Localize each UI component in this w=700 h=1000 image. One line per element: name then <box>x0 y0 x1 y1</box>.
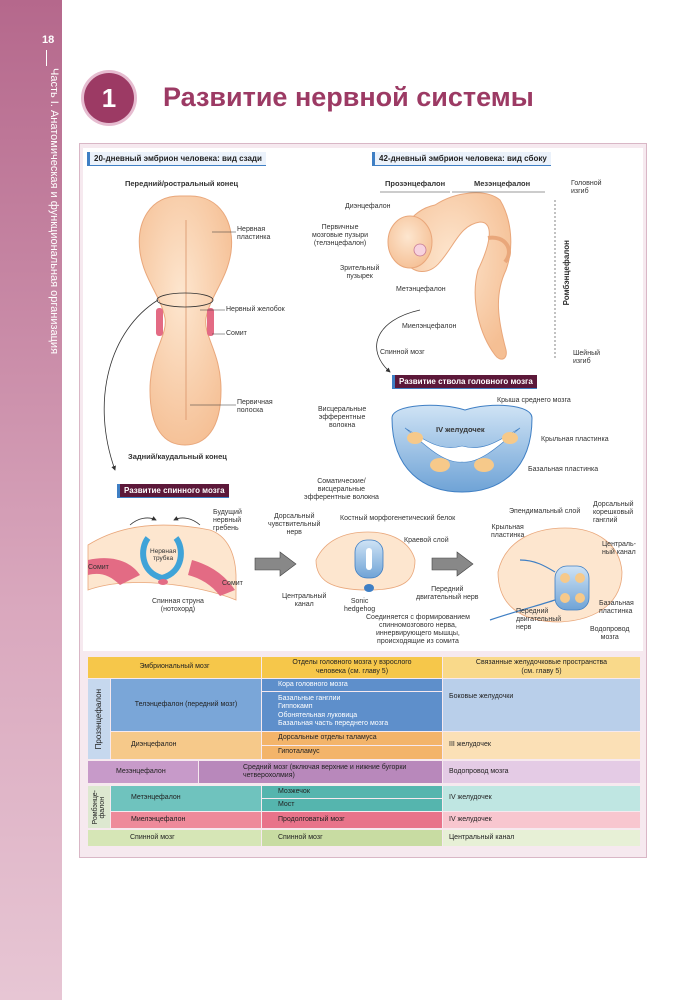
group-prosencephalon: Прозэнцефалон <box>88 679 110 759</box>
label-central-canal: Центральный канал <box>282 593 327 609</box>
label-head-flexure: Головной изгиб <box>571 180 602 196</box>
td-di-hypothalamus: Гипоталамус <box>262 746 442 759</box>
label-neural-groove: Нервный желобок <box>226 306 285 313</box>
group-rhombencephalon: Ромбэнце- фалон <box>88 786 110 828</box>
tag-embryo-20: 20-дневный эмбрион человека: вид сзади <box>87 152 266 166</box>
td-spinal: Спинной мозг <box>88 830 261 846</box>
label-basal-plate: Базальная пластинка <box>528 466 599 473</box>
td-mesencephalon: Мезэнцефалон <box>88 761 198 783</box>
label-ant-motor-2: Передний двигательный нерв <box>516 608 562 632</box>
label-central-canal-2: Централь- ный канал <box>602 541 636 557</box>
td-spinal-ventricle: Центральный канал <box>443 830 640 846</box>
label-mesencephalon: Мезэнцефалон <box>474 179 531 188</box>
label-joins: Соединяется с формированием спинномозгов… <box>366 614 470 646</box>
label-primitive-streak: Первичная полоска <box>237 399 273 415</box>
chapter-badge: 1 <box>84 73 134 123</box>
label-basal: Базальная пластинка <box>599 600 634 616</box>
page-title: Развитие нервной системы <box>163 82 534 112</box>
label-somite-right: Сомит <box>222 580 243 587</box>
label-bmp: Костный морфогенетический белок <box>340 515 456 522</box>
label-cervical-flexure: Шейный изгиб <box>573 350 601 366</box>
label-dorsal-nerve: Дорсальный чувствительный нерв <box>268 513 321 537</box>
label-metencephalon: Метэнцефалон <box>396 286 446 293</box>
td-met-pons: Мост <box>262 799 442 811</box>
label-aqueduct: Водопровод мозга <box>590 626 630 642</box>
label-dorsal-ganglion: Дорсальный корешковый ганглий <box>593 501 634 525</box>
td-diencephalon: Диэнцефалон <box>111 732 261 759</box>
side-band <box>0 0 62 1000</box>
label-visceral-efferent: Висцеральные эфферентные волокна <box>318 406 367 430</box>
td-met-ventricle: IV желудочек <box>443 786 640 811</box>
tag-spinal: Развитие спинного мозга <box>117 484 229 498</box>
group-prosencephalon-text: Прозэнцефалон <box>94 688 104 750</box>
td-tel-other: Базальные ганглии Гиппокамп Обонятельная… <box>262 692 442 731</box>
label-rhombencephalon: Ромбэнцефалон <box>562 240 571 306</box>
label-shh: Sonic hedgehog <box>344 598 376 614</box>
label-somite: Сомит <box>226 330 247 337</box>
tag-brainstem: Развитие ствола головного мозга <box>392 375 537 389</box>
label-alar: Крыльная пластинка <box>491 524 525 540</box>
td-met-cerebellum: Мозжечок <box>262 786 442 798</box>
label-somatic-visceral: Соматические/ висцеральные эфферентные в… <box>304 478 379 502</box>
label-prosencephalon: Прозэнцефалон <box>385 179 446 188</box>
label-caudal: Задний/каудальный конец <box>128 452 227 461</box>
label-future-crest: Будущий нервный гребень <box>213 509 242 533</box>
page-number: 18 <box>42 34 55 46</box>
label-marginal: Краевой слой <box>404 537 449 544</box>
group-rhombencephalon-text: Ромбэнце- фалон <box>92 789 106 825</box>
side-running-title: Часть I. Анатомическая и функциональная … <box>48 68 60 355</box>
label-neural-tube: Нервная трубка <box>150 548 177 563</box>
td-spinal-part: Спинной мозг <box>262 830 442 846</box>
label-roof-midbrain: Крыша среднего мозга <box>497 397 571 404</box>
td-myelencephalon: Миелэнцефалон <box>111 812 261 828</box>
label-rostral: Передний/ростральный конец <box>125 179 239 188</box>
page-number-rule <box>46 50 47 66</box>
label-spinal-cord-42: Спинной мозг <box>380 349 425 356</box>
label-diencephalon: Диэнцефалон <box>345 203 391 210</box>
td-tel-cortex: Кора головного мозга <box>262 679 442 691</box>
label-somite-left: Сомит <box>88 564 109 571</box>
td-mes-midbrain: Средний мозг (включая верхние и нижние б… <box>199 761 442 783</box>
label-alar-plate: Крыльная пластинка <box>541 436 609 443</box>
label-optic-vesicle: Зрительный пузырек <box>340 265 380 281</box>
label-ependymal: Эпендимальный слой <box>509 508 581 515</box>
td-di-thalamus: Дорсальные отделы таламуса <box>262 732 442 745</box>
label-primary-vesicles: Первичные мозговые пузыри (телэнцефалон) <box>312 224 369 248</box>
th-ventricles: Связанные желудочковые пространства (см.… <box>443 657 640 678</box>
td-telencephalon: Телэнцефалон (передний мозг) <box>111 679 261 731</box>
th-embryonic: Эмбриональный мозг <box>88 657 261 678</box>
label-myelencephalon: Миелэнцефалон <box>402 323 457 330</box>
label-ventricle-4: IV желудочек <box>436 425 485 434</box>
td-mes-ventricle: Водопровод мозга <box>443 761 640 783</box>
label-ant-motor: Передний двигательный нерв <box>416 586 479 602</box>
label-neural-plate: Нервная пластинка <box>237 226 271 242</box>
td-myel-medulla: Продолговатый мозг <box>262 812 442 828</box>
td-di-ventricle: III желудочек <box>443 732 640 759</box>
td-tel-ventricles: Боковые желудочки <box>443 679 640 731</box>
tag-embryo-42: 42-дневный эмбрион человека: вид сбоку <box>372 152 551 166</box>
label-notochord: Спинная струна (нотохорд) <box>152 598 204 614</box>
td-metencephalon: Метэнцефалон <box>111 786 261 811</box>
td-myel-ventricle: IV желудочек <box>443 812 640 828</box>
th-adult: Отделы головного мозга у взрослого челов… <box>262 657 442 678</box>
